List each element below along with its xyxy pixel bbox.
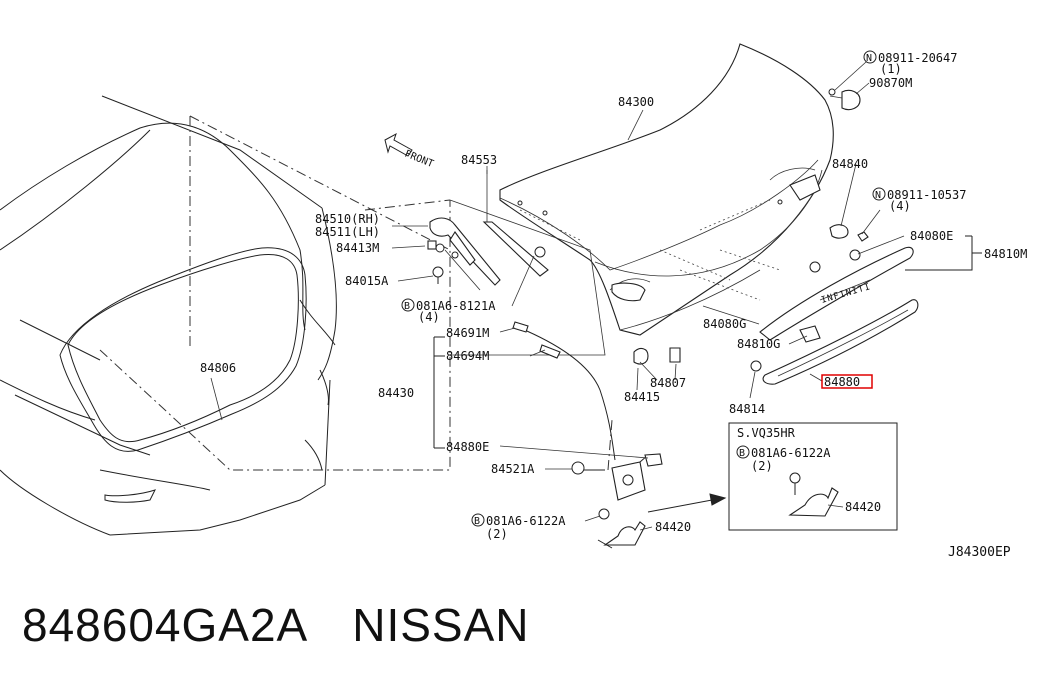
stopper-84807 xyxy=(669,347,681,363)
svg-text:N: N xyxy=(875,190,881,201)
bolt-symbol-3: B xyxy=(736,445,750,459)
trunk-seal xyxy=(59,247,307,452)
label-84510: 84510(RH) xyxy=(315,212,380,226)
label-84814: 84814 xyxy=(729,402,765,416)
label-08911-20647-qty: (1) xyxy=(880,62,902,76)
label-84300: 84300 xyxy=(618,95,654,109)
opener-84415 xyxy=(633,347,649,365)
gas-strut xyxy=(482,221,549,277)
inset-label-qty: (2) xyxy=(751,459,773,473)
label-84430: 84430 xyxy=(378,386,414,400)
label-84806: 84806 xyxy=(200,361,236,375)
nut-84810 xyxy=(809,249,861,273)
front-label: FRONT xyxy=(403,149,435,170)
inset-box xyxy=(728,422,898,531)
nut-08911-10537 xyxy=(857,231,869,242)
leader-lines xyxy=(391,61,905,531)
label-84840: 84840 xyxy=(832,157,868,171)
label-84415: 84415 xyxy=(624,390,660,404)
trunk-hinge xyxy=(429,217,501,291)
clip-84080g xyxy=(799,325,821,343)
label-84080g: 84080G xyxy=(703,317,746,331)
diagram-code: J84300EP xyxy=(948,545,1011,560)
nut-symbol-1: N xyxy=(872,187,886,201)
label-081a6-6122a-qty: (2) xyxy=(486,527,508,541)
svg-text:B: B xyxy=(739,448,745,459)
inset-label-84420: 84420 xyxy=(845,500,881,514)
bolt-symbol-2: B xyxy=(471,513,485,527)
bolt-84413m xyxy=(427,240,437,250)
label-84691m: 84691M xyxy=(446,326,489,340)
label-84521a: 84521A xyxy=(491,462,535,476)
label-84694m: 84694M xyxy=(446,349,489,363)
finisher-84880 xyxy=(762,299,919,385)
label-84413m: 84413M xyxy=(336,241,379,255)
label-081a6-8121a-qty: (4) xyxy=(418,310,440,324)
brand-name: NISSAN xyxy=(352,599,530,651)
part-number: 848604GA2A xyxy=(22,599,309,651)
trunk-garnish: INFINITI xyxy=(759,246,914,341)
bolt-84521a xyxy=(571,461,605,475)
label-84807: 84807 xyxy=(650,376,686,390)
lock-latch-84860 xyxy=(611,453,663,501)
release-cable xyxy=(512,321,616,461)
inset-arrow xyxy=(647,493,727,513)
label-84810m: 84810M xyxy=(984,247,1027,261)
label-84420: 84420 xyxy=(655,520,691,534)
label-84511: 84511(LH) xyxy=(315,225,380,239)
bolt-84015a xyxy=(432,266,444,284)
label-84810g: 84810G xyxy=(737,337,780,351)
svg-text:N: N xyxy=(866,53,872,64)
bumper-84840 xyxy=(829,224,849,239)
label-90870m: 90870M xyxy=(869,76,912,90)
label-84880e: 84880E xyxy=(446,440,489,454)
bolt-symbol-1: B xyxy=(401,298,415,312)
inset-title: S.VQ35HR xyxy=(737,426,796,440)
label-08911-20647: 08911-20647 xyxy=(878,51,957,65)
label-081a6-6122a: 081A6-6122A xyxy=(486,514,566,528)
svg-text:B: B xyxy=(474,516,480,527)
car-body-outline xyxy=(0,95,337,536)
label-081a6-8121a: 081A6-8121A xyxy=(416,299,496,313)
label-84553: 84553 xyxy=(461,153,497,167)
caption: 848604GA2A NISSAN xyxy=(22,598,530,652)
label-84080e: 84080E xyxy=(910,229,953,243)
label-84880: 84880 xyxy=(824,375,860,389)
label-08911-10537: 08911-10537 xyxy=(887,188,966,202)
inset-label-081a6-6122a: 081A6-6122A xyxy=(751,446,831,460)
label-84015a: 84015A xyxy=(345,274,389,288)
front-arrow-icon xyxy=(384,132,413,157)
nut-symbol-2: N xyxy=(863,50,877,64)
striker-84420 xyxy=(597,521,646,549)
clip-84814 xyxy=(750,360,762,372)
svg-text:B: B xyxy=(404,301,410,312)
key-cylinder xyxy=(828,88,861,111)
bolt-081a6-6122a xyxy=(598,508,610,520)
label-08911-10537-qty: (4) xyxy=(889,199,911,213)
trunk-lid xyxy=(499,43,834,336)
highlight-box-84880 xyxy=(821,374,873,389)
